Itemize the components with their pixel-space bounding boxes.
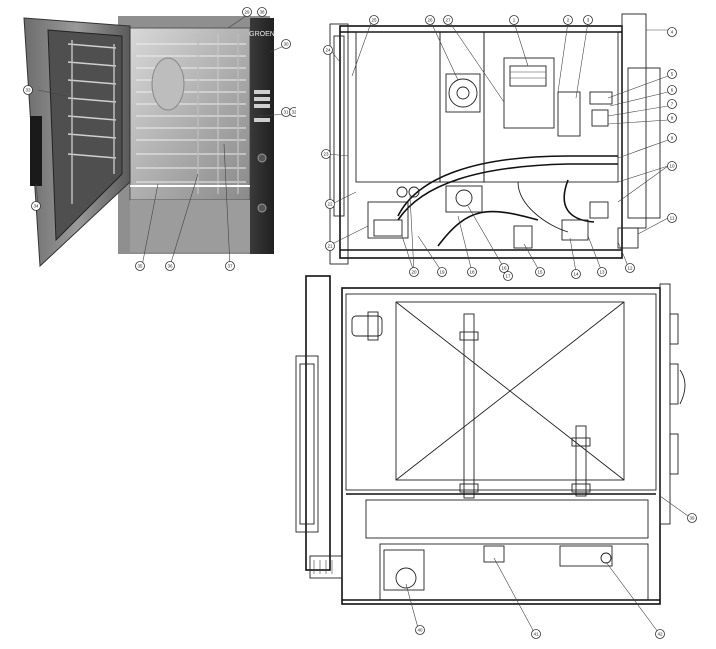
callout-4: 4 <box>667 27 677 37</box>
callout-24: 24 <box>323 45 333 55</box>
callout-2: 2 <box>563 15 573 25</box>
callout-5: 5 <box>667 69 677 79</box>
svg-text:11: 11 <box>670 216 675 221</box>
door-handle <box>30 116 42 186</box>
svg-text:40: 40 <box>417 628 423 633</box>
callout-34: 34 <box>31 201 41 211</box>
svg-text:14: 14 <box>573 272 579 277</box>
svg-text:21: 21 <box>327 244 333 249</box>
svg-text:34: 34 <box>33 204 39 209</box>
callout-10: 10 <box>667 161 677 171</box>
callout-19: 19 <box>437 267 447 277</box>
callout-17: 17 <box>503 271 513 281</box>
callout-42: 42 <box>655 629 665 639</box>
callout-21: 21 <box>325 241 335 251</box>
front-view-panel: 39 40 41 42 <box>288 274 704 644</box>
svg-text:24: 24 <box>325 48 331 53</box>
callout-23: 23 <box>321 149 331 159</box>
callout-37: 37 <box>225 261 235 271</box>
svg-text:39: 39 <box>689 516 695 521</box>
callout-30: 30 <box>281 39 291 49</box>
callout-1: 1 <box>509 15 519 25</box>
svg-text:26: 26 <box>427 18 433 23</box>
callout-33: 33 <box>23 85 33 95</box>
svg-text:25: 25 <box>371 18 377 23</box>
svg-text:33: 33 <box>25 88 31 93</box>
callout-9: 9 <box>667 133 677 143</box>
svg-text:38: 38 <box>259 10 265 15</box>
svg-text:20: 20 <box>411 270 417 275</box>
callout-29: 29 <box>242 7 252 17</box>
svg-text:41: 41 <box>533 632 539 637</box>
callout-32: 32 <box>289 107 299 117</box>
callout-41: 41 <box>531 629 541 639</box>
svg-text:10: 10 <box>669 164 675 169</box>
oven-photo-panel: GROEN <box>18 4 299 274</box>
callout-16: 16 <box>499 263 509 273</box>
callout-39: 39 <box>687 513 697 523</box>
svg-text:29: 29 <box>244 10 250 15</box>
svg-text:3: 3 <box>587 18 590 23</box>
svg-text:5: 5 <box>671 72 674 77</box>
svg-text:4: 4 <box>671 30 674 35</box>
svg-text:15: 15 <box>537 270 543 275</box>
cavity-racks <box>136 34 246 194</box>
svg-text:42: 42 <box>657 632 663 637</box>
svg-text:2: 2 <box>567 18 570 23</box>
callout-25: 25 <box>369 15 379 25</box>
callout-15: 15 <box>535 267 545 277</box>
svg-text:1: 1 <box>513 18 516 23</box>
callout-22: 22 <box>325 199 335 209</box>
callout-13: 13 <box>597 267 607 277</box>
callout-27: 27 <box>443 15 453 25</box>
callout-7: 7 <box>667 99 677 109</box>
svg-text:37: 37 <box>227 264 233 269</box>
svg-text:19: 19 <box>439 270 445 275</box>
svg-text:35: 35 <box>137 264 143 269</box>
svg-text:9: 9 <box>671 136 674 141</box>
svg-text:30: 30 <box>283 42 289 47</box>
svg-text:31: 31 <box>283 110 289 115</box>
front-view-drawing: 39 40 41 42 <box>295 275 697 639</box>
callout-38: 38 <box>257 7 267 17</box>
svg-text:13: 13 <box>599 270 605 275</box>
svg-text:36: 36 <box>167 264 173 269</box>
callout-18: 18 <box>467 267 477 277</box>
svg-text:12: 12 <box>627 266 633 271</box>
callout-11: 11 <box>667 213 677 223</box>
side-cutaway-drawing: 1 2 3 4 5 6 7 8 9 10 11 12 13 14 15 16 1… <box>321 13 677 281</box>
callout-3: 3 <box>583 15 593 25</box>
callout-20: 20 <box>409 267 419 277</box>
svg-text:16: 16 <box>501 266 507 271</box>
callout-14: 14 <box>571 269 581 279</box>
callout-6: 6 <box>667 85 677 95</box>
svg-text:18: 18 <box>469 270 475 275</box>
svg-text:17: 17 <box>505 274 511 279</box>
callout-12: 12 <box>625 263 635 273</box>
callout-26: 26 <box>425 15 435 25</box>
side-cutaway-panel: 1 2 3 4 5 6 7 8 9 10 11 12 13 14 15 16 1… <box>318 6 704 282</box>
svg-text:8: 8 <box>671 116 674 121</box>
callout-36: 36 <box>165 261 175 271</box>
callout-40: 40 <box>415 625 425 635</box>
svg-text:7: 7 <box>671 102 674 107</box>
svg-text:22: 22 <box>327 202 333 207</box>
svg-text:23: 23 <box>323 152 329 157</box>
oven-photo: GROEN <box>23 7 299 271</box>
callout-35: 35 <box>135 261 145 271</box>
svg-text:6: 6 <box>671 88 674 93</box>
svg-text:32: 32 <box>291 110 296 115</box>
callout-8: 8 <box>667 113 677 123</box>
svg-text:27: 27 <box>445 18 451 23</box>
door-rack <box>67 40 117 204</box>
brand-logo: GROEN <box>249 31 275 38</box>
